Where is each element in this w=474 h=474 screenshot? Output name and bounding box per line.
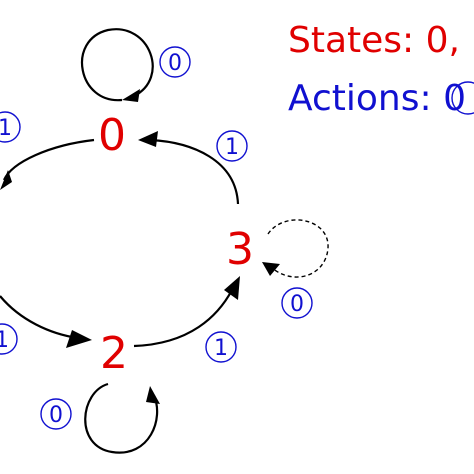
legend-action-ring [451,81,474,115]
action-badge-3-to-0: 1 [216,130,248,162]
arrowhead [224,276,240,300]
action-badge-2-to-3: 1 [205,331,237,363]
arrowhead [0,170,12,190]
arrowhead [138,131,158,147]
edge-1-to-2 [0,295,92,348]
self-loop-state-2 [84,382,160,454]
state-3-label: 3 [226,224,254,275]
action-badge-1-to-0-left: 1 [0,111,21,143]
self-loop-state-3 [262,219,329,278]
state-0-label: 0 [98,110,126,161]
arrowhead [146,386,160,404]
state-2-label: 2 [100,328,128,379]
action-badge-loop-0: 0 [159,46,191,78]
action-label-2-to-3: 1 [214,336,228,361]
arrowhead [66,330,92,348]
action-badge-loop-2: 0 [40,398,72,430]
action-label-1-to-0-left: 1 [0,116,12,141]
action-label-3-to-0: 1 [225,135,239,160]
action-label-loop-2: 0 [49,403,63,428]
legend-actions: Actions: 0 [288,78,466,119]
edge-2-to-3 [133,276,240,348]
action-badge-loop-3: 0 [281,287,313,319]
legend-states: States: 0, [288,20,460,61]
self-loop-state-0 [81,28,154,102]
arrowhead [262,262,280,276]
action-label-loop-3: 0 [290,292,304,317]
action-label-loop-0: 0 [168,51,182,76]
edge-3-to-0 [138,131,240,205]
arrowhead [122,89,140,102]
action-badge-1-to-2: 1 [0,323,18,355]
action-label-1-to-2: 1 [0,328,9,353]
edge-1-to-0 [0,138,95,190]
